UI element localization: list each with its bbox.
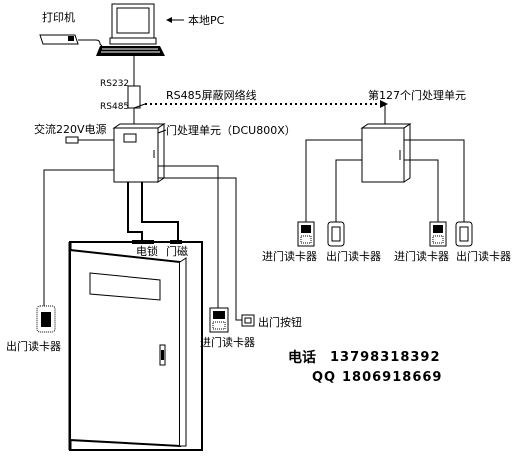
elec-lock-label: 电锁 [136, 245, 158, 258]
door-unit-box [112, 123, 166, 183]
entry-reader-label: 进门读卡器 [200, 336, 255, 349]
rs232-label: RS232 [100, 79, 130, 89]
printer-cable [78, 39, 103, 47]
remote-exit-reader-1-icon [327, 221, 345, 247]
rs232-rs485-converter [127, 85, 141, 109]
remote-entry-reader-2-icon [429, 221, 447, 247]
remote-exit-reader-2-icon [455, 221, 473, 247]
exit-button-icon [241, 314, 255, 327]
exit-reader-icon [36, 305, 56, 333]
printer-label: 打印机 [42, 11, 75, 24]
wire-entry-reader [158, 165, 219, 308]
power-label: 交流220V电源 [34, 123, 107, 136]
remote-reader-label-3: 进门读卡器 [394, 250, 449, 263]
wire-exit-reader [43, 169, 114, 306]
remote-entry-reader-1-icon [297, 221, 315, 247]
local-pc-label: 本地PC [188, 14, 225, 27]
entry-reader-icon [209, 307, 229, 333]
power-plug-icon [65, 136, 79, 144]
door-icon [68, 240, 203, 451]
rs485-cable-label: RS485屏蔽网络线 [166, 89, 257, 102]
printer-icon [39, 34, 79, 45]
qq-label: QQ [312, 370, 337, 385]
door-unit-label: 门处理单元（DCU800X） [166, 124, 296, 137]
remote-door-unit-box [360, 123, 412, 183]
qq-number: 1806918669 [342, 370, 443, 385]
remote-reader-label-4: 出门读卡器 [456, 250, 511, 263]
door-magnet-label: 门磁 [166, 245, 188, 258]
phone-number: 13798318392 [330, 350, 441, 365]
unit-127-label: 第127个门处理单元 [368, 89, 466, 102]
rs485-label: RS485 [100, 102, 130, 112]
exit-button-label: 出门按钮 [258, 316, 302, 329]
wire-exit-button [158, 177, 242, 321]
pc-icon [96, 3, 165, 56]
remote-reader-label-2: 出门读卡器 [326, 250, 381, 263]
phone-label: 电话 [288, 350, 316, 366]
exit-reader-label: 出门读卡器 [6, 340, 61, 353]
remote-reader-label-1: 进门读卡器 [262, 250, 317, 263]
